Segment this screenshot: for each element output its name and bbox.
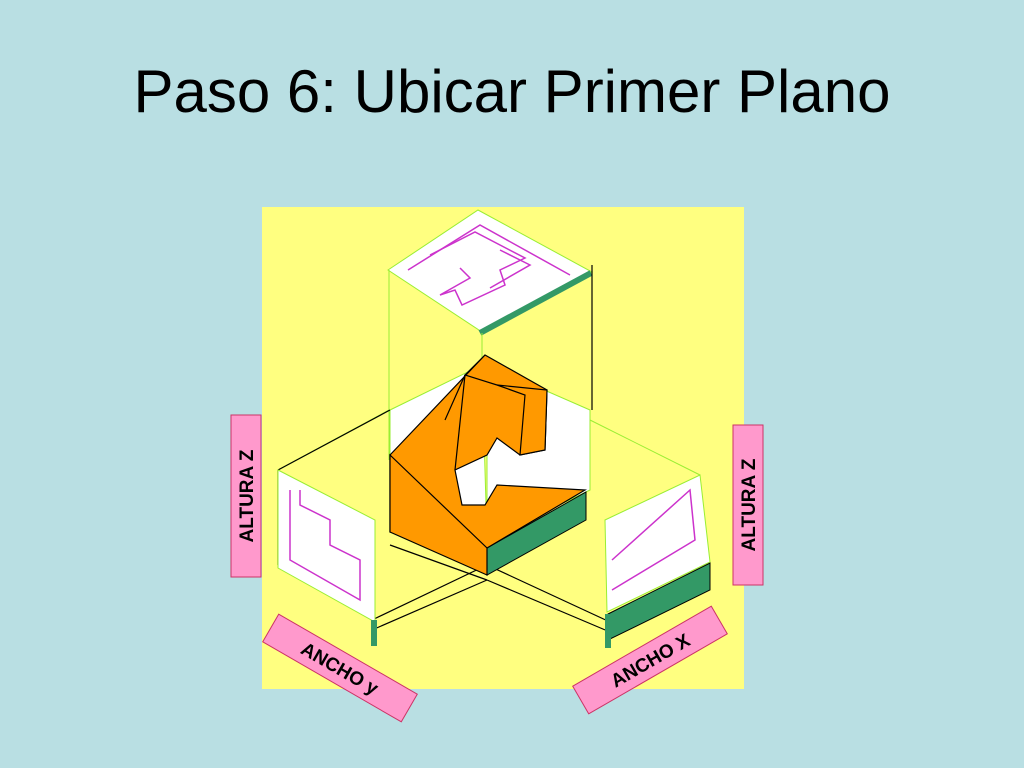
top-view-plane xyxy=(387,209,594,336)
altura-z-right-label: ALTURA Z xyxy=(732,424,764,586)
right-view-plane xyxy=(604,474,711,648)
altura-z-left-label: ALTURA Z xyxy=(230,414,262,578)
top-accent-bar xyxy=(478,270,593,336)
altura-z-left-text: ALTURA Z xyxy=(237,449,258,542)
left-view-plane xyxy=(277,469,377,646)
slide-title: Paso 6: Ubicar Primer Plano xyxy=(133,58,891,125)
altura-z-right-text: ALTURA Z xyxy=(739,458,760,551)
primer-plano-object xyxy=(389,354,588,576)
